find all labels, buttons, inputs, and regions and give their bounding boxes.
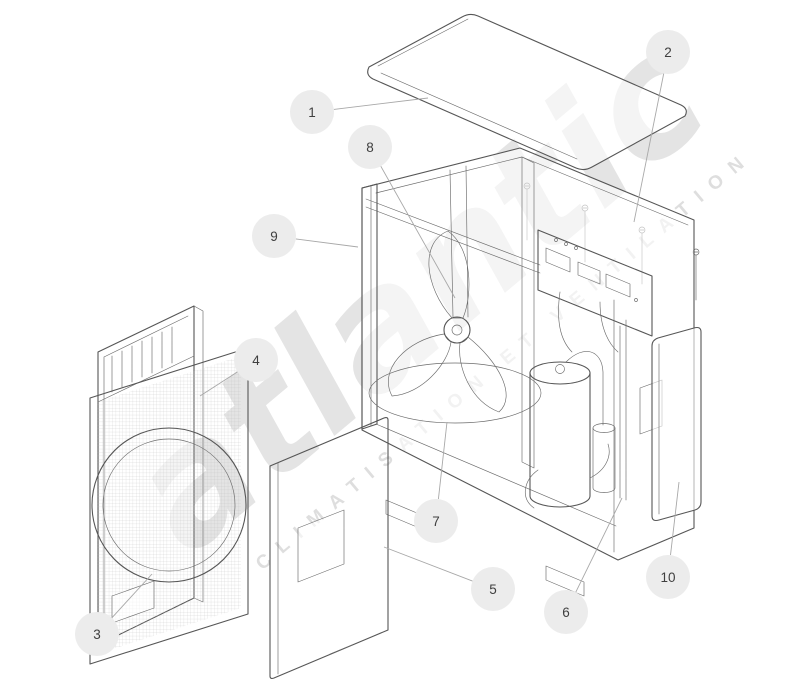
callout-10: 10 [646,481,690,599]
callout-8: 8 [348,125,456,299]
callout-9: 9 [252,214,359,258]
callout-leader-3 [111,573,153,619]
motor-bracket [449,165,469,318]
callout-number-10: 10 [660,570,675,585]
fan-blade [428,230,470,319]
refrigerant-pipes [525,319,627,509]
callout-circle-9 [252,214,296,258]
right-side-panel [651,326,702,522]
fan-orifice-ring [368,362,542,424]
callout-number-2: 2 [664,45,672,60]
door-rating-label [297,509,345,583]
fan-blade [459,336,507,413]
callout-leader-1 [333,97,429,110]
callout-number-4: 4 [252,353,260,368]
callout-leader-10 [670,481,680,556]
callout-5: 5 [383,546,515,611]
electrical-box [537,229,653,353]
wiring [558,291,619,353]
compressor [529,351,604,508]
callout-leader-8 [380,165,456,299]
callout-circle-4 [234,338,278,382]
callout-number-5: 5 [489,582,497,597]
callout-leader-9 [295,238,359,248]
front-grille-panel [89,347,249,665]
callout-number-3: 3 [93,627,101,642]
callout-circle-7 [414,499,458,543]
callout-6: 6 [544,497,623,634]
callout-4: 4 [199,338,278,397]
callout-leader-2 [633,73,665,223]
unit-body [361,147,695,597]
callout-circle-8 [348,125,392,169]
callout-number-9: 9 [270,229,278,244]
callout-7: 7 [414,421,458,543]
callout-circle-10 [646,555,690,599]
callout-leader-6 [575,497,623,593]
callout-leader-7 [437,421,448,500]
accumulator [592,423,616,493]
front-door-panel [269,417,389,679]
callout-number-6: 6 [562,605,570,620]
callout-2: 2 [633,30,690,223]
callout-circle-6 [544,590,588,634]
callout-circle-5 [471,567,515,611]
fan-hub [443,316,471,344]
callout-circle-2 [646,30,690,74]
rear-panel-vent-slots [111,326,173,393]
fan-grille-ring-inner [102,438,236,572]
callout-1: 1 [290,90,429,134]
callout-circle-1 [290,90,334,134]
top-panel [367,13,687,171]
fan-assembly [368,165,542,424]
callout-leader-4 [199,371,238,397]
fan-grille-ring-outer [91,427,247,583]
callout-number-8: 8 [366,140,374,155]
callout-number-1: 1 [308,105,316,120]
grille-label [111,580,155,624]
callout-circle-3 [75,612,119,656]
callout-number-7: 7 [432,514,440,529]
callout-3: 3 [75,573,153,656]
callout-layer: 1 2 3 4 5 6 7 8 9 10 [75,30,690,656]
callout-leader-5 [383,546,473,582]
